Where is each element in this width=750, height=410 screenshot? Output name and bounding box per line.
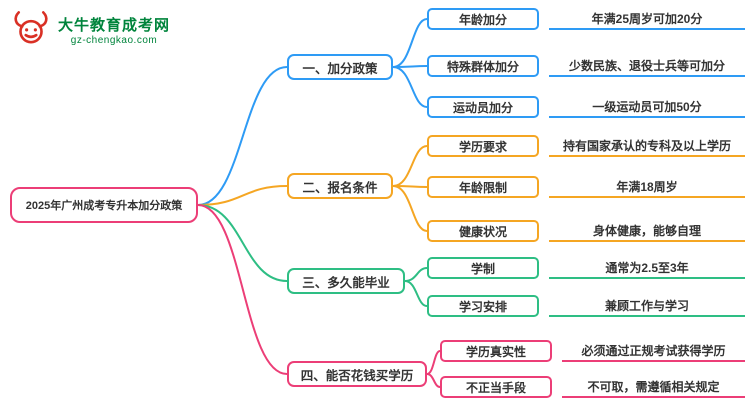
connector-path <box>197 204 288 375</box>
connector-path <box>197 66 288 206</box>
root-node: 2025年广州成考专升本加分政策 <box>10 187 198 223</box>
logo-title: 大牛教育成考网 <box>58 17 171 34</box>
leaf-label: 学习安排 <box>427 295 539 317</box>
leaf-label: 不正当手段 <box>440 376 552 398</box>
branch-node-graduation-time: 三、多久能毕业 <box>287 268 405 294</box>
connector-path <box>392 145 428 187</box>
leaf-label: 学制 <box>427 257 539 279</box>
leaf-value: 不可取，需遵循相关规定 <box>562 376 745 398</box>
leaf-label: 学历要求 <box>427 135 539 157</box>
leaf-value: 持有国家承认的专科及以上学历 <box>549 135 745 157</box>
leaf-value: 兼顾工作与学习 <box>549 295 745 317</box>
leaf-value: 年满25周岁可加20分 <box>549 8 745 30</box>
connector-path <box>392 185 428 232</box>
logo-subtitle: gz-chengkao.com <box>70 35 158 46</box>
connector-path <box>426 373 441 388</box>
leaf-label: 运动员加分 <box>427 96 539 118</box>
leaf-value: 必须通过正规考试获得学历 <box>562 340 745 362</box>
branch-node-registration-conditions: 二、报名条件 <box>287 173 393 199</box>
leaf-value: 通常为2.5至3年 <box>549 257 745 279</box>
leaf-value: 年满18周岁 <box>549 176 745 198</box>
connector-path <box>404 267 428 282</box>
leaf-label: 学历真实性 <box>440 340 552 362</box>
leaf-label: 年龄加分 <box>427 8 539 30</box>
connector-path <box>197 204 288 282</box>
bull-logo-icon <box>10 8 52 55</box>
connector-path <box>392 66 428 108</box>
connector-path <box>392 18 428 68</box>
leaf-label: 健康状况 <box>427 220 539 242</box>
connector-path <box>392 65 428 68</box>
leaf-label: 年龄限制 <box>427 176 539 198</box>
logo-text: 大牛教育成考网 gz-chengkao.com <box>58 17 170 46</box>
connector-path <box>426 350 441 375</box>
connector-path <box>197 185 288 206</box>
leaf-value: 身体健康，能够自理 <box>549 220 745 242</box>
leaf-label: 特殊群体加分 <box>427 55 539 77</box>
leaf-value: 一级运动员可加50分 <box>549 96 745 118</box>
connector-path <box>404 280 428 307</box>
site-logo[interactable]: 大牛教育成考网 gz-chengkao.com <box>10 8 170 55</box>
branch-node-bonus-policy: 一、加分政策 <box>287 54 393 80</box>
branch-node-buy-diploma: 四、能否花钱买学历 <box>287 361 427 387</box>
leaf-value: 少数民族、退役士兵等可加分 <box>549 55 745 77</box>
